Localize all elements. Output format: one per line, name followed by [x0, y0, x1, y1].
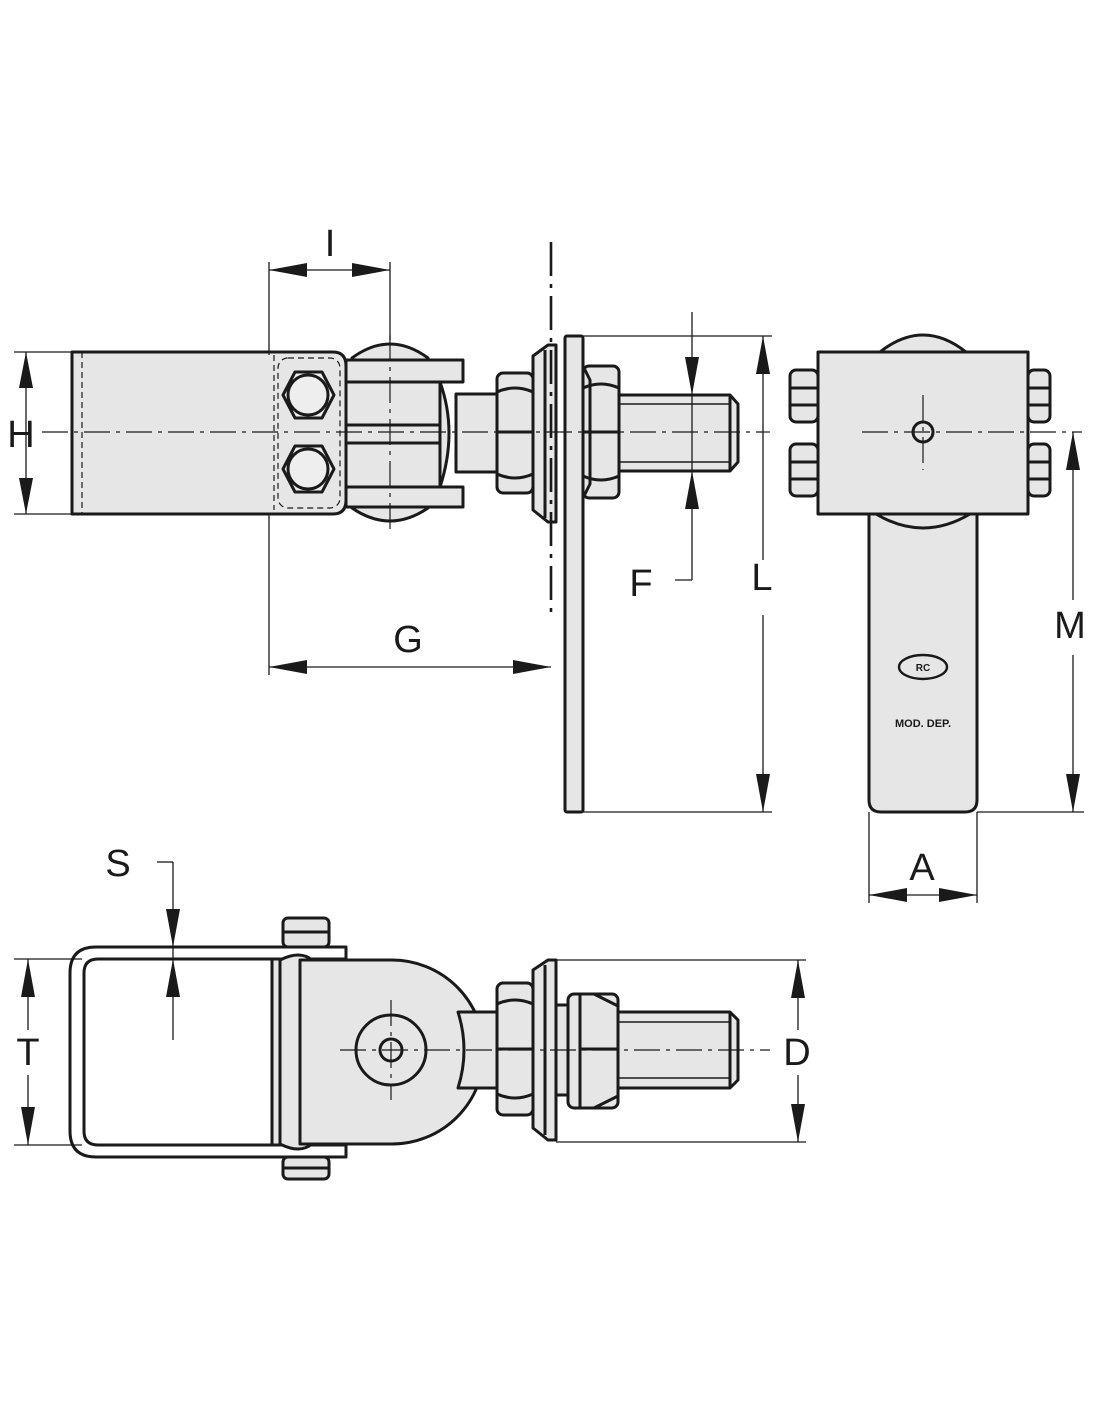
dimension-label-s: S	[105, 843, 130, 885]
hinge-block	[816, 350, 1030, 516]
dimension-label-m: M	[1054, 605, 1086, 647]
dimension-label-g: G	[393, 619, 423, 661]
hex-nut-icon	[1026, 368, 1052, 424]
svg-text:RC: RC	[916, 663, 930, 674]
hex-nut-icon	[281, 370, 336, 420]
front-view: RC MOD. DEP.	[788, 333, 1084, 903]
nut	[566, 992, 620, 1110]
dimension-label-f: F	[629, 563, 652, 605]
dimension-label-h: H	[7, 414, 34, 456]
hinge-eye	[298, 958, 486, 1146]
maker-logo-icon: RC	[897, 653, 949, 681]
dimension-label-i: I	[325, 223, 336, 265]
dimension-label-l: L	[751, 557, 772, 599]
hex-nut-icon	[281, 444, 336, 494]
top-view	[14, 861, 806, 1181]
hex-nut-icon	[788, 368, 820, 424]
dimension-label-a: A	[909, 847, 935, 889]
dimension-label-d: D	[783, 1032, 810, 1074]
hex-nut-icon	[1026, 442, 1052, 498]
plate-marking: MOD. DEP.	[895, 718, 951, 730]
mounting-plate	[563, 334, 585, 814]
side-view	[14, 242, 772, 814]
hex-nut-icon	[788, 442, 820, 498]
dimension-label-t: T	[16, 1032, 39, 1074]
threaded-bolt	[617, 393, 740, 473]
